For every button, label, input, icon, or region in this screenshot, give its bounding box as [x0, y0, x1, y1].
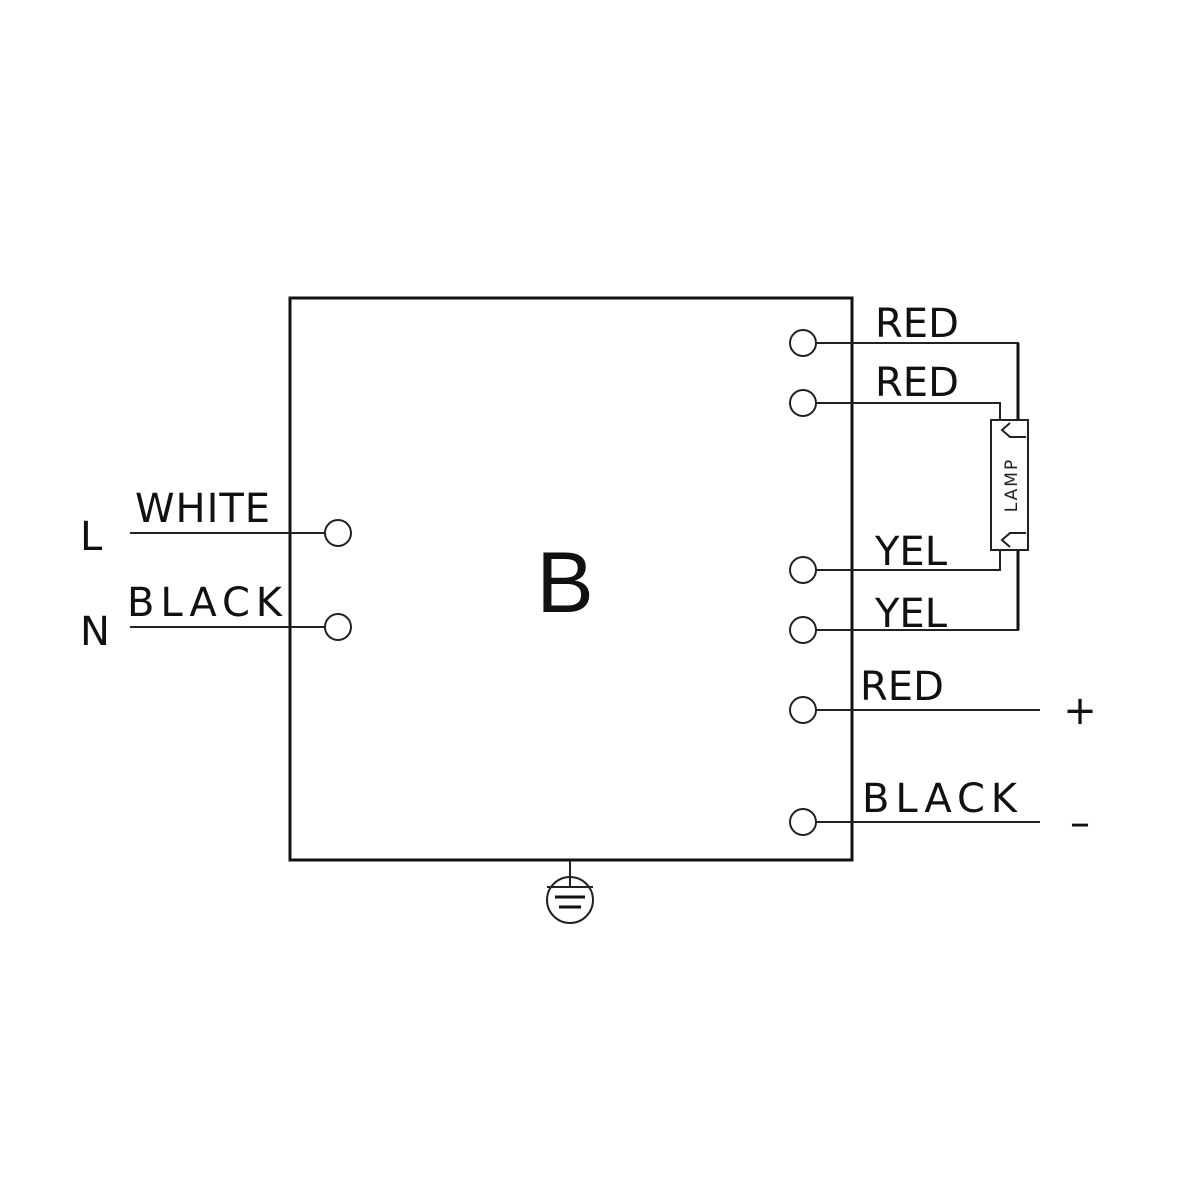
terminal-out-6: [789, 808, 817, 836]
terminal-line: [324, 519, 352, 547]
wire-label-black: BLACK: [862, 776, 1019, 822]
terminal-out-5: [789, 696, 817, 724]
terminal-out-1: [789, 329, 817, 357]
wire-white-label: WHITE: [135, 486, 270, 532]
input-neutral: N BLACK: [80, 580, 352, 655]
terminal-out-4: [789, 616, 817, 644]
ground-icon: [546, 860, 594, 924]
terminal-n-label: N: [80, 609, 110, 655]
polarity-plus: +: [1063, 688, 1097, 734]
input-line: L WHITE: [80, 486, 352, 560]
lamp-symbol: LAMP: [990, 419, 1029, 551]
lamp-label: LAMP: [1002, 458, 1022, 512]
wire-black-label: BLACK: [127, 580, 284, 626]
terminal-out-3: [789, 556, 817, 584]
polarity-minus: –: [1070, 800, 1090, 846]
ballast-label: B: [536, 535, 593, 631]
output-terminals: [789, 329, 817, 836]
terminal-l-label: L: [80, 514, 103, 560]
terminal-out-2: [789, 389, 817, 417]
wire-label-red-2: RED: [875, 360, 959, 406]
terminal-neutral: [324, 613, 352, 641]
output-wires: [816, 342, 1040, 823]
wire-label-yel-2: YEL: [874, 591, 948, 637]
wire-label-red-1: RED: [875, 301, 959, 347]
wire-label-yel-1: YEL: [874, 529, 948, 575]
wire-label-red-3: RED: [860, 664, 944, 710]
